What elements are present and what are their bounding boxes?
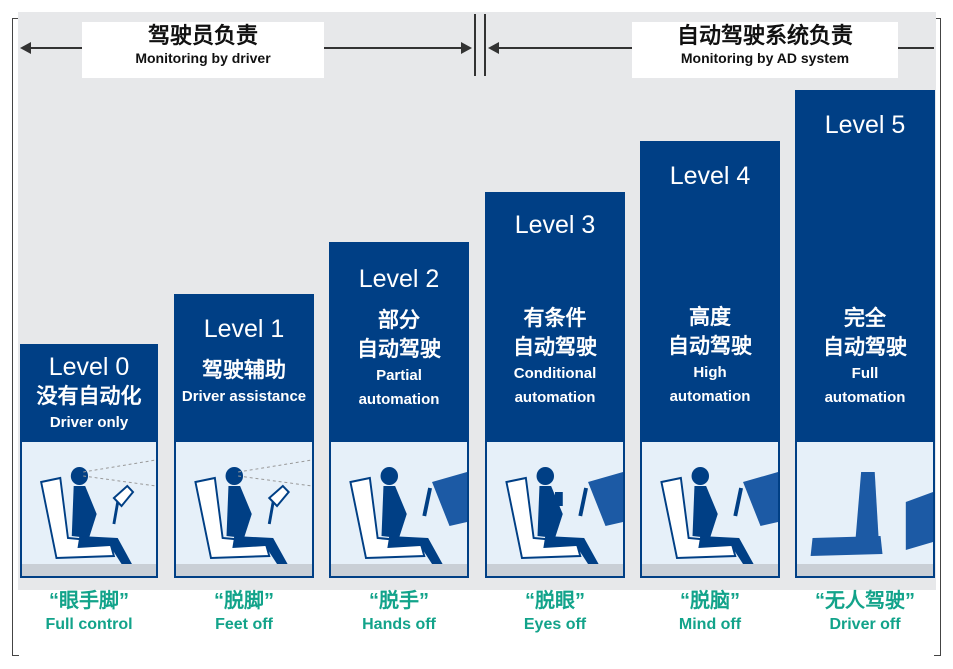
level-5-caption-zh: “无人驾驶” [815, 590, 915, 612]
level-2-card: Level 2 部分 自动驾驶 Partial automation [329, 242, 469, 578]
driver-illustration [20, 440, 158, 578]
level-1-label: Level 1 [203, 315, 285, 343]
level-1-name-zh: 驾驶辅助 [202, 359, 286, 382]
level-4-card: Level 4 高度 自动驾驶 High automation [640, 141, 780, 578]
header-driver-title-en: Monitoring by driver [135, 50, 271, 66]
level-4-caption-en: Mind off [678, 616, 742, 633]
arrow-right-icon [461, 42, 472, 54]
arrow-line [30, 47, 82, 49]
level-1-card: Level 1 驾驶辅助 Driver assistance [174, 294, 314, 578]
level-3-caption: “脱眼” Eyes off [485, 588, 625, 636]
level-5-label: Level 5 [824, 111, 906, 139]
level-0-name-zh: 没有自动化 [36, 385, 142, 408]
level-2-label: Level 2 [358, 265, 440, 293]
level-0-name-en: Driver only [49, 414, 129, 431]
level-5-name-en: Full [851, 365, 879, 382]
level-0-caption-zh: “眼手脚” [49, 590, 129, 612]
header-driver: 驾驶员负责 Monitoring by driver [82, 22, 324, 78]
header-driver-title-zh: 驾驶员负责 [147, 23, 258, 48]
level-3-name-zh: 有条件 [523, 307, 587, 330]
level-3-caption-en: Eyes off [523, 616, 587, 633]
level-4-header: Level 4 高度 自动驾驶 High automation [640, 141, 780, 440]
level-2-caption-zh: “脱手” [369, 590, 429, 612]
arrow-line [498, 47, 632, 49]
level-3-caption-zh: “脱眼” [525, 590, 585, 612]
empty-seat-illustration [795, 440, 935, 578]
divider-line [484, 14, 486, 76]
arrow-left-icon [20, 42, 31, 54]
level-5-name-zh: 完全 [844, 307, 886, 330]
level-2-caption-en: Hands off [362, 616, 436, 633]
driver-illustration [485, 440, 625, 578]
diagram-background [18, 12, 936, 590]
level-2-name-en-2: automation [358, 391, 440, 408]
level-2-caption: “脱手” Hands off [329, 588, 469, 636]
level-3-header: Level 3 有条件 自动驾驶 Conditional automation [485, 192, 625, 440]
level-4-name-en: High [693, 364, 727, 381]
driver-illustration [329, 440, 469, 578]
header-system: 自动驾驶系统负责 Monitoring by AD system [632, 22, 898, 78]
level-1-caption-en: Feet off [215, 616, 273, 633]
level-4-caption-zh: “脱脑” [680, 590, 740, 612]
level-4-name-en-2: automation [669, 388, 751, 405]
level-4-name-zh-2: 自动驾驶 [668, 335, 752, 358]
level-1-name-en: Driver assistance [181, 388, 307, 405]
level-0-label: Level 0 [48, 353, 130, 381]
level-0-card: Level 0 没有自动化 Driver only [20, 344, 158, 578]
level-0-header: Level 0 没有自动化 Driver only [20, 344, 158, 444]
level-2-name-zh: 部分 [378, 309, 420, 332]
level-3-name-en-2: automation [514, 389, 596, 406]
level-4-caption: “脱脑” Mind off [640, 588, 780, 636]
level-5-name-en-2: automation [824, 389, 906, 406]
level-0-caption-en: Full control [45, 616, 133, 633]
level-2-name-en: Partial [376, 367, 422, 384]
arrow-line [324, 47, 461, 49]
right-bracket [934, 18, 941, 656]
level-5-caption: “无人驾驶” Driver off [795, 588, 935, 636]
header-system-title-zh: 自动驾驶系统负责 [676, 23, 853, 48]
header-system-title-en: Monitoring by AD system [680, 50, 850, 66]
level-1-header: Level 1 驾驶辅助 Driver assistance [174, 294, 314, 440]
level-1-caption-zh: “脱脚” [214, 590, 274, 612]
level-1-caption: “脱脚” Feet off [174, 588, 314, 636]
level-4-label: Level 4 [669, 162, 751, 190]
divider-line [474, 14, 476, 76]
level-5-caption-en: Driver off [829, 616, 901, 633]
level-4-name-zh: 高度 [689, 306, 731, 329]
level-5-header: Level 5 完全 自动驾驶 Full automation [795, 90, 935, 440]
level-3-name-en: Conditional [513, 365, 597, 382]
driver-illustration [640, 440, 780, 578]
level-0-caption: “眼手脚” Full control [19, 588, 159, 636]
level-3-label: Level 3 [514, 211, 596, 239]
arrow-left-icon [488, 42, 499, 54]
level-5-name-zh-2: 自动驾驶 [823, 336, 907, 359]
level-3-name-zh-2: 自动驾驶 [513, 336, 597, 359]
driver-illustration [174, 440, 314, 578]
level-5-card: Level 5 完全 自动驾驶 Full automation [795, 90, 935, 578]
level-2-header: Level 2 部分 自动驾驶 Partial automation [329, 242, 469, 440]
arrow-line [898, 47, 934, 49]
level-3-card: Level 3 有条件 自动驾驶 Conditional automation [485, 192, 625, 578]
left-bracket [12, 18, 19, 656]
level-2-name-zh-2: 自动驾驶 [357, 338, 441, 361]
